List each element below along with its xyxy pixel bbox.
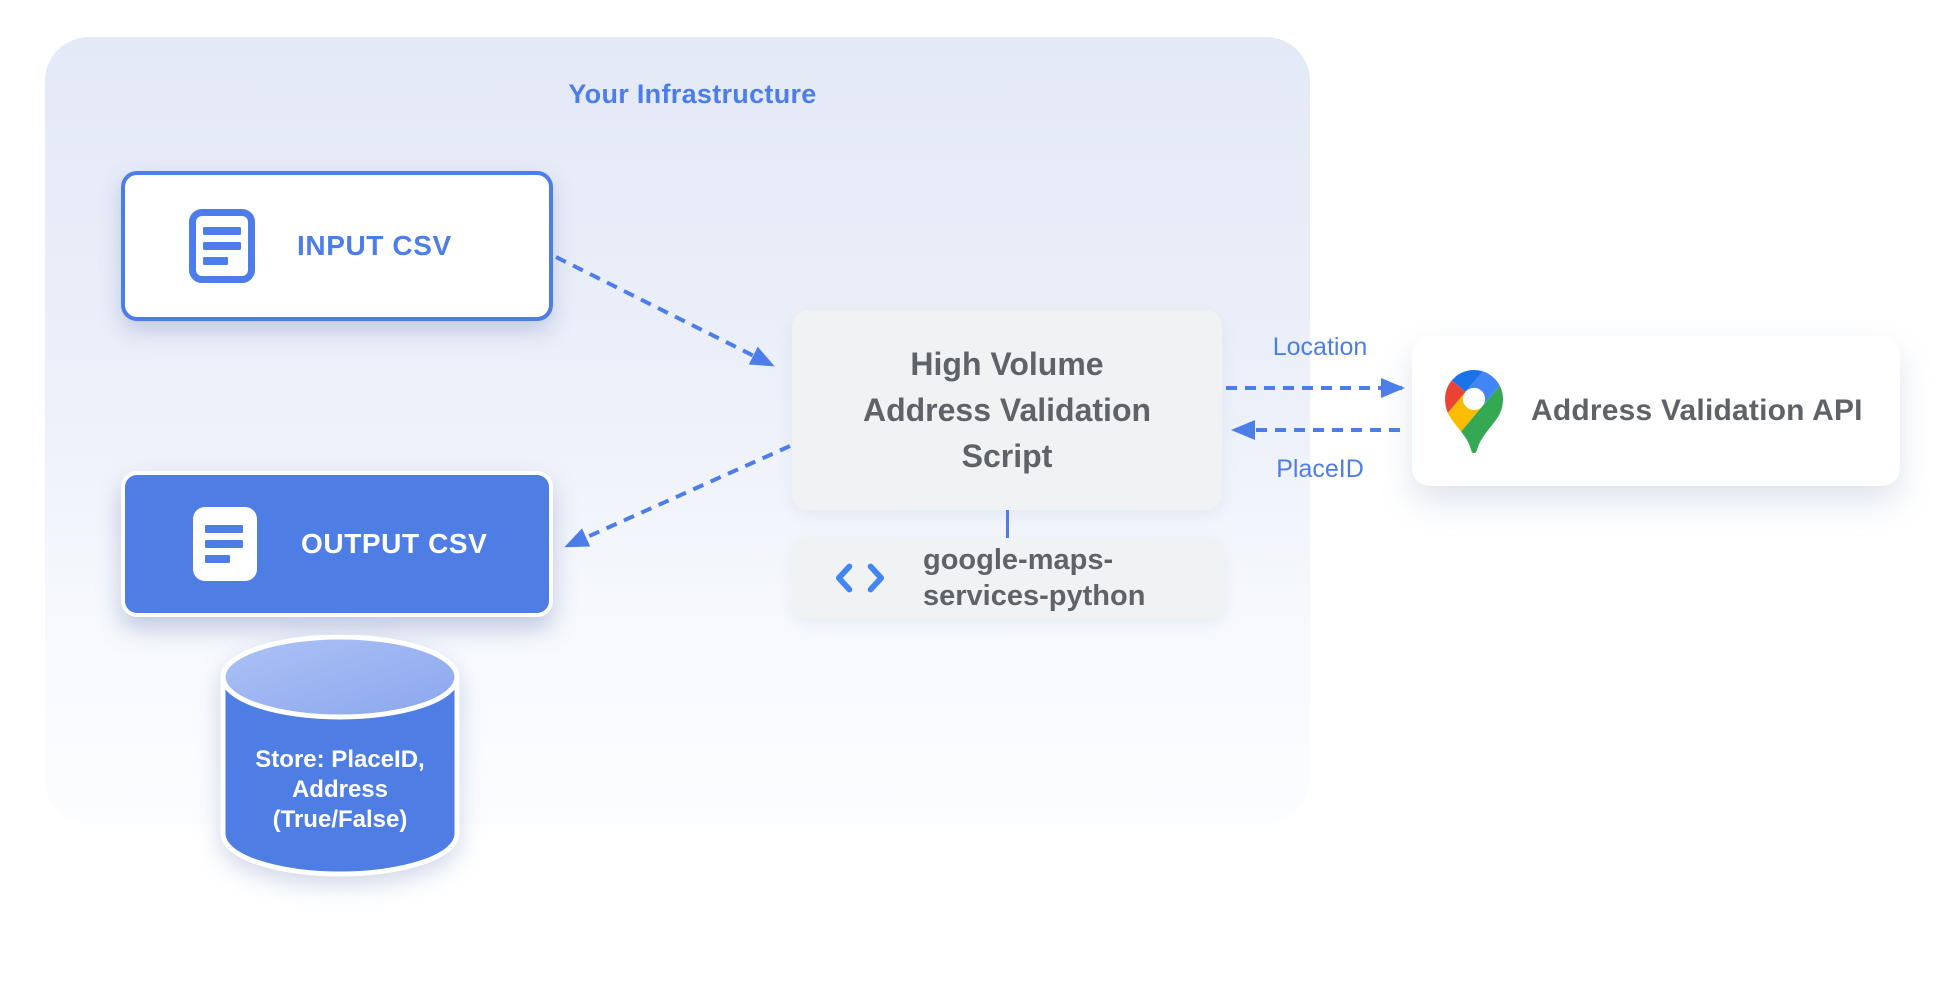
library-label-line: services-python bbox=[923, 580, 1146, 612]
output-csv-node: OUTPUT CSV bbox=[121, 471, 553, 617]
database-icon bbox=[220, 635, 460, 877]
datastore-label-line: Store: PlaceID, bbox=[255, 746, 425, 773]
document-icon-line bbox=[203, 257, 228, 265]
api-label: Address Validation API bbox=[1531, 394, 1863, 427]
datastore-label-line: Address bbox=[291, 776, 389, 803]
output-csv-label: OUTPUT CSV bbox=[301, 528, 488, 559]
datastore-cylinder: Store: PlaceID, Address (True/False) bbox=[218, 635, 462, 877]
placeid-edge-label: PlaceID bbox=[1276, 455, 1364, 483]
script-label-line: Script bbox=[961, 438, 1053, 474]
document-icon-line bbox=[203, 242, 241, 250]
panel-title: Your Infrastructure bbox=[568, 79, 817, 109]
document-icon-line bbox=[205, 555, 230, 563]
script-node: High Volume Address Validation Script bbox=[792, 310, 1222, 510]
document-icon bbox=[189, 209, 255, 283]
library-label-line: google-maps- bbox=[923, 544, 1114, 576]
library-node: google-maps- services-python bbox=[793, 538, 1224, 618]
document-icon-line bbox=[203, 227, 241, 235]
document-icon-line bbox=[205, 525, 243, 533]
script-library-connector bbox=[1006, 510, 1009, 538]
library-label: google-maps- services-python bbox=[923, 542, 1145, 614]
document-icon-line bbox=[205, 540, 243, 548]
script-label-line: Address Validation bbox=[862, 392, 1152, 428]
google-maps-pin-icon bbox=[1445, 369, 1503, 453]
input-csv-node: INPUT CSV bbox=[121, 171, 553, 321]
location-edge-label: Location bbox=[1272, 333, 1368, 361]
api-node: Address Validation API bbox=[1412, 336, 1900, 486]
datastore-label: Store: PlaceID, Address (True/False) bbox=[228, 735, 452, 845]
code-icon bbox=[835, 563, 885, 593]
input-csv-label: INPUT CSV bbox=[297, 230, 452, 261]
document-icon bbox=[193, 507, 257, 581]
datastore-label-line: (True/False) bbox=[272, 806, 408, 833]
script-label-line: High Volume bbox=[910, 346, 1104, 382]
